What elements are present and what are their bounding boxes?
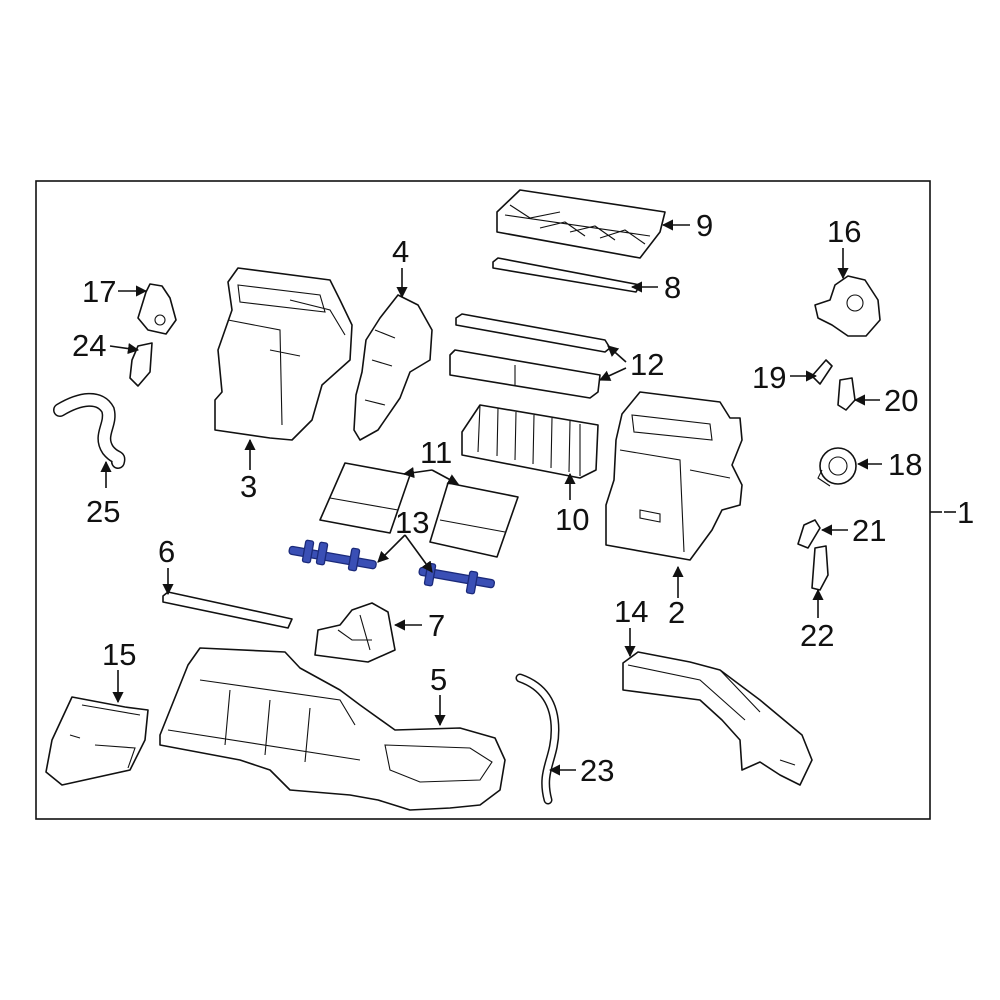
part-5-housing[interactable] bbox=[159, 647, 506, 811]
callout-19[interactable]: 19 bbox=[752, 360, 786, 395]
callout-2[interactable]: 2 bbox=[668, 595, 685, 630]
callout-24[interactable]: 24 bbox=[72, 328, 106, 363]
part-23-hose[interactable] bbox=[515, 673, 560, 805]
callout-21[interactable]: 21 bbox=[852, 513, 886, 548]
part-19-clip[interactable] bbox=[811, 359, 833, 385]
part-14-duct[interactable] bbox=[622, 651, 813, 786]
callout-10[interactable]: 10 bbox=[555, 502, 589, 537]
part-4-bracket[interactable] bbox=[353, 294, 433, 441]
callout-14[interactable]: 14 bbox=[614, 594, 648, 629]
callout-25[interactable]: 25 bbox=[86, 494, 120, 529]
part-10-evaporator[interactable] bbox=[461, 404, 599, 479]
callout-17[interactable]: 17 bbox=[82, 274, 116, 309]
callout-6[interactable]: 6 bbox=[158, 534, 175, 569]
part-11-panels[interactable] bbox=[319, 462, 519, 558]
part-22-bracket[interactable] bbox=[811, 545, 829, 591]
part-15-cover[interactable] bbox=[45, 696, 149, 786]
part-12-door-upper[interactable] bbox=[449, 313, 611, 399]
callout-23[interactable]: 23 bbox=[580, 753, 614, 788]
callout-12[interactable]: 12 bbox=[630, 347, 664, 382]
part-3-case[interactable] bbox=[214, 267, 353, 441]
part-25-hose[interactable] bbox=[53, 392, 126, 469]
part-21-clip[interactable] bbox=[797, 519, 821, 549]
part-13-shafts[interactable] bbox=[288, 539, 496, 595]
leader-lines bbox=[100, 219, 956, 776]
callout-15[interactable]: 15 bbox=[102, 637, 136, 672]
part-6-strip[interactable] bbox=[162, 591, 293, 629]
part-16-actuator[interactable] bbox=[814, 275, 881, 337]
callout-11[interactable]: 11 bbox=[420, 435, 452, 470]
diagram-frame bbox=[35, 180, 931, 820]
callout-20[interactable]: 20 bbox=[884, 383, 918, 418]
callout-18[interactable]: 18 bbox=[888, 447, 922, 482]
part-17-actuator[interactable] bbox=[137, 283, 177, 335]
callout-22[interactable]: 22 bbox=[800, 618, 834, 653]
callout-16[interactable]: 16 bbox=[827, 214, 861, 249]
callout-4[interactable]: 4 bbox=[392, 234, 409, 269]
callout-8[interactable]: 8 bbox=[664, 270, 681, 305]
part-9-filter-frame[interactable] bbox=[496, 189, 666, 259]
callout-labels: 1 2 3 4 5 6 7 8 9 10 11 12 13 14 15 16 1… bbox=[72, 208, 974, 788]
part-8-rod[interactable] bbox=[492, 257, 641, 293]
callout-7[interactable]: 7 bbox=[428, 608, 445, 643]
part-18-motor[interactable] bbox=[817, 447, 857, 487]
callout-13[interactable]: 13 bbox=[395, 505, 429, 540]
callout-9[interactable]: 9 bbox=[696, 208, 713, 243]
callout-5[interactable]: 5 bbox=[430, 662, 447, 697]
part-2-case[interactable] bbox=[605, 391, 743, 561]
callout-3[interactable]: 3 bbox=[240, 469, 257, 504]
part-20-clip[interactable] bbox=[837, 377, 856, 411]
part-7-duct[interactable] bbox=[314, 602, 396, 663]
callout-1[interactable]: 1 bbox=[957, 495, 974, 530]
